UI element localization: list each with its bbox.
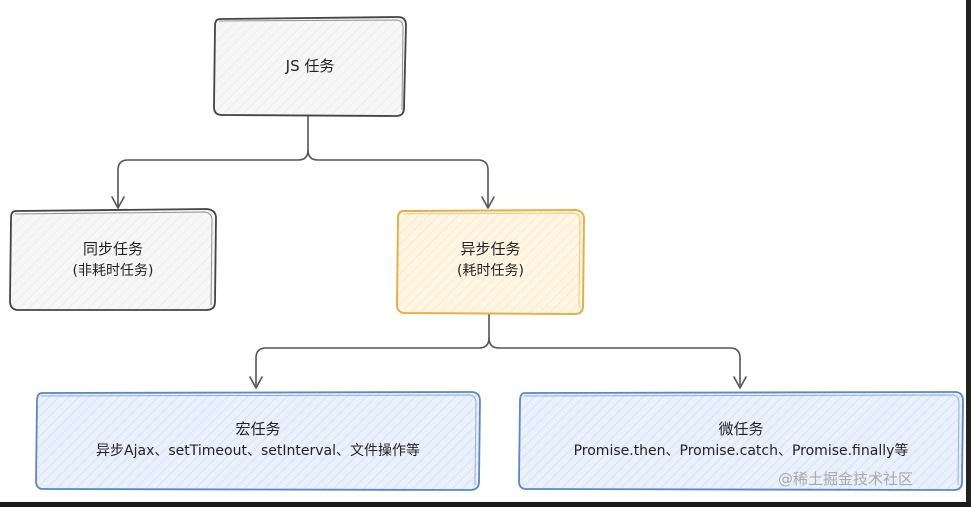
edge-js-to-async [307,149,489,207]
arrow-to-macro [249,376,263,389]
arrowheads [111,196,747,389]
node-macro-task [35,391,481,491]
connectors [117,111,741,386]
edge-async-to-micro [488,337,741,386]
node-js-task [213,16,407,117]
arrow-to-micro [733,376,747,389]
edge-async-to-macro [255,311,490,386]
window-edge-bottom [0,502,971,507]
window-edge-right [966,0,971,507]
node-micro-task [518,391,964,491]
node-sync-task [9,208,217,311]
node-async-task [395,208,586,316]
edge-js-to-sync [117,111,309,207]
watermark-text: @稀土掘金技术社区 [778,470,914,488]
arrow-to-async [481,196,495,209]
arrow-to-sync [111,196,125,209]
